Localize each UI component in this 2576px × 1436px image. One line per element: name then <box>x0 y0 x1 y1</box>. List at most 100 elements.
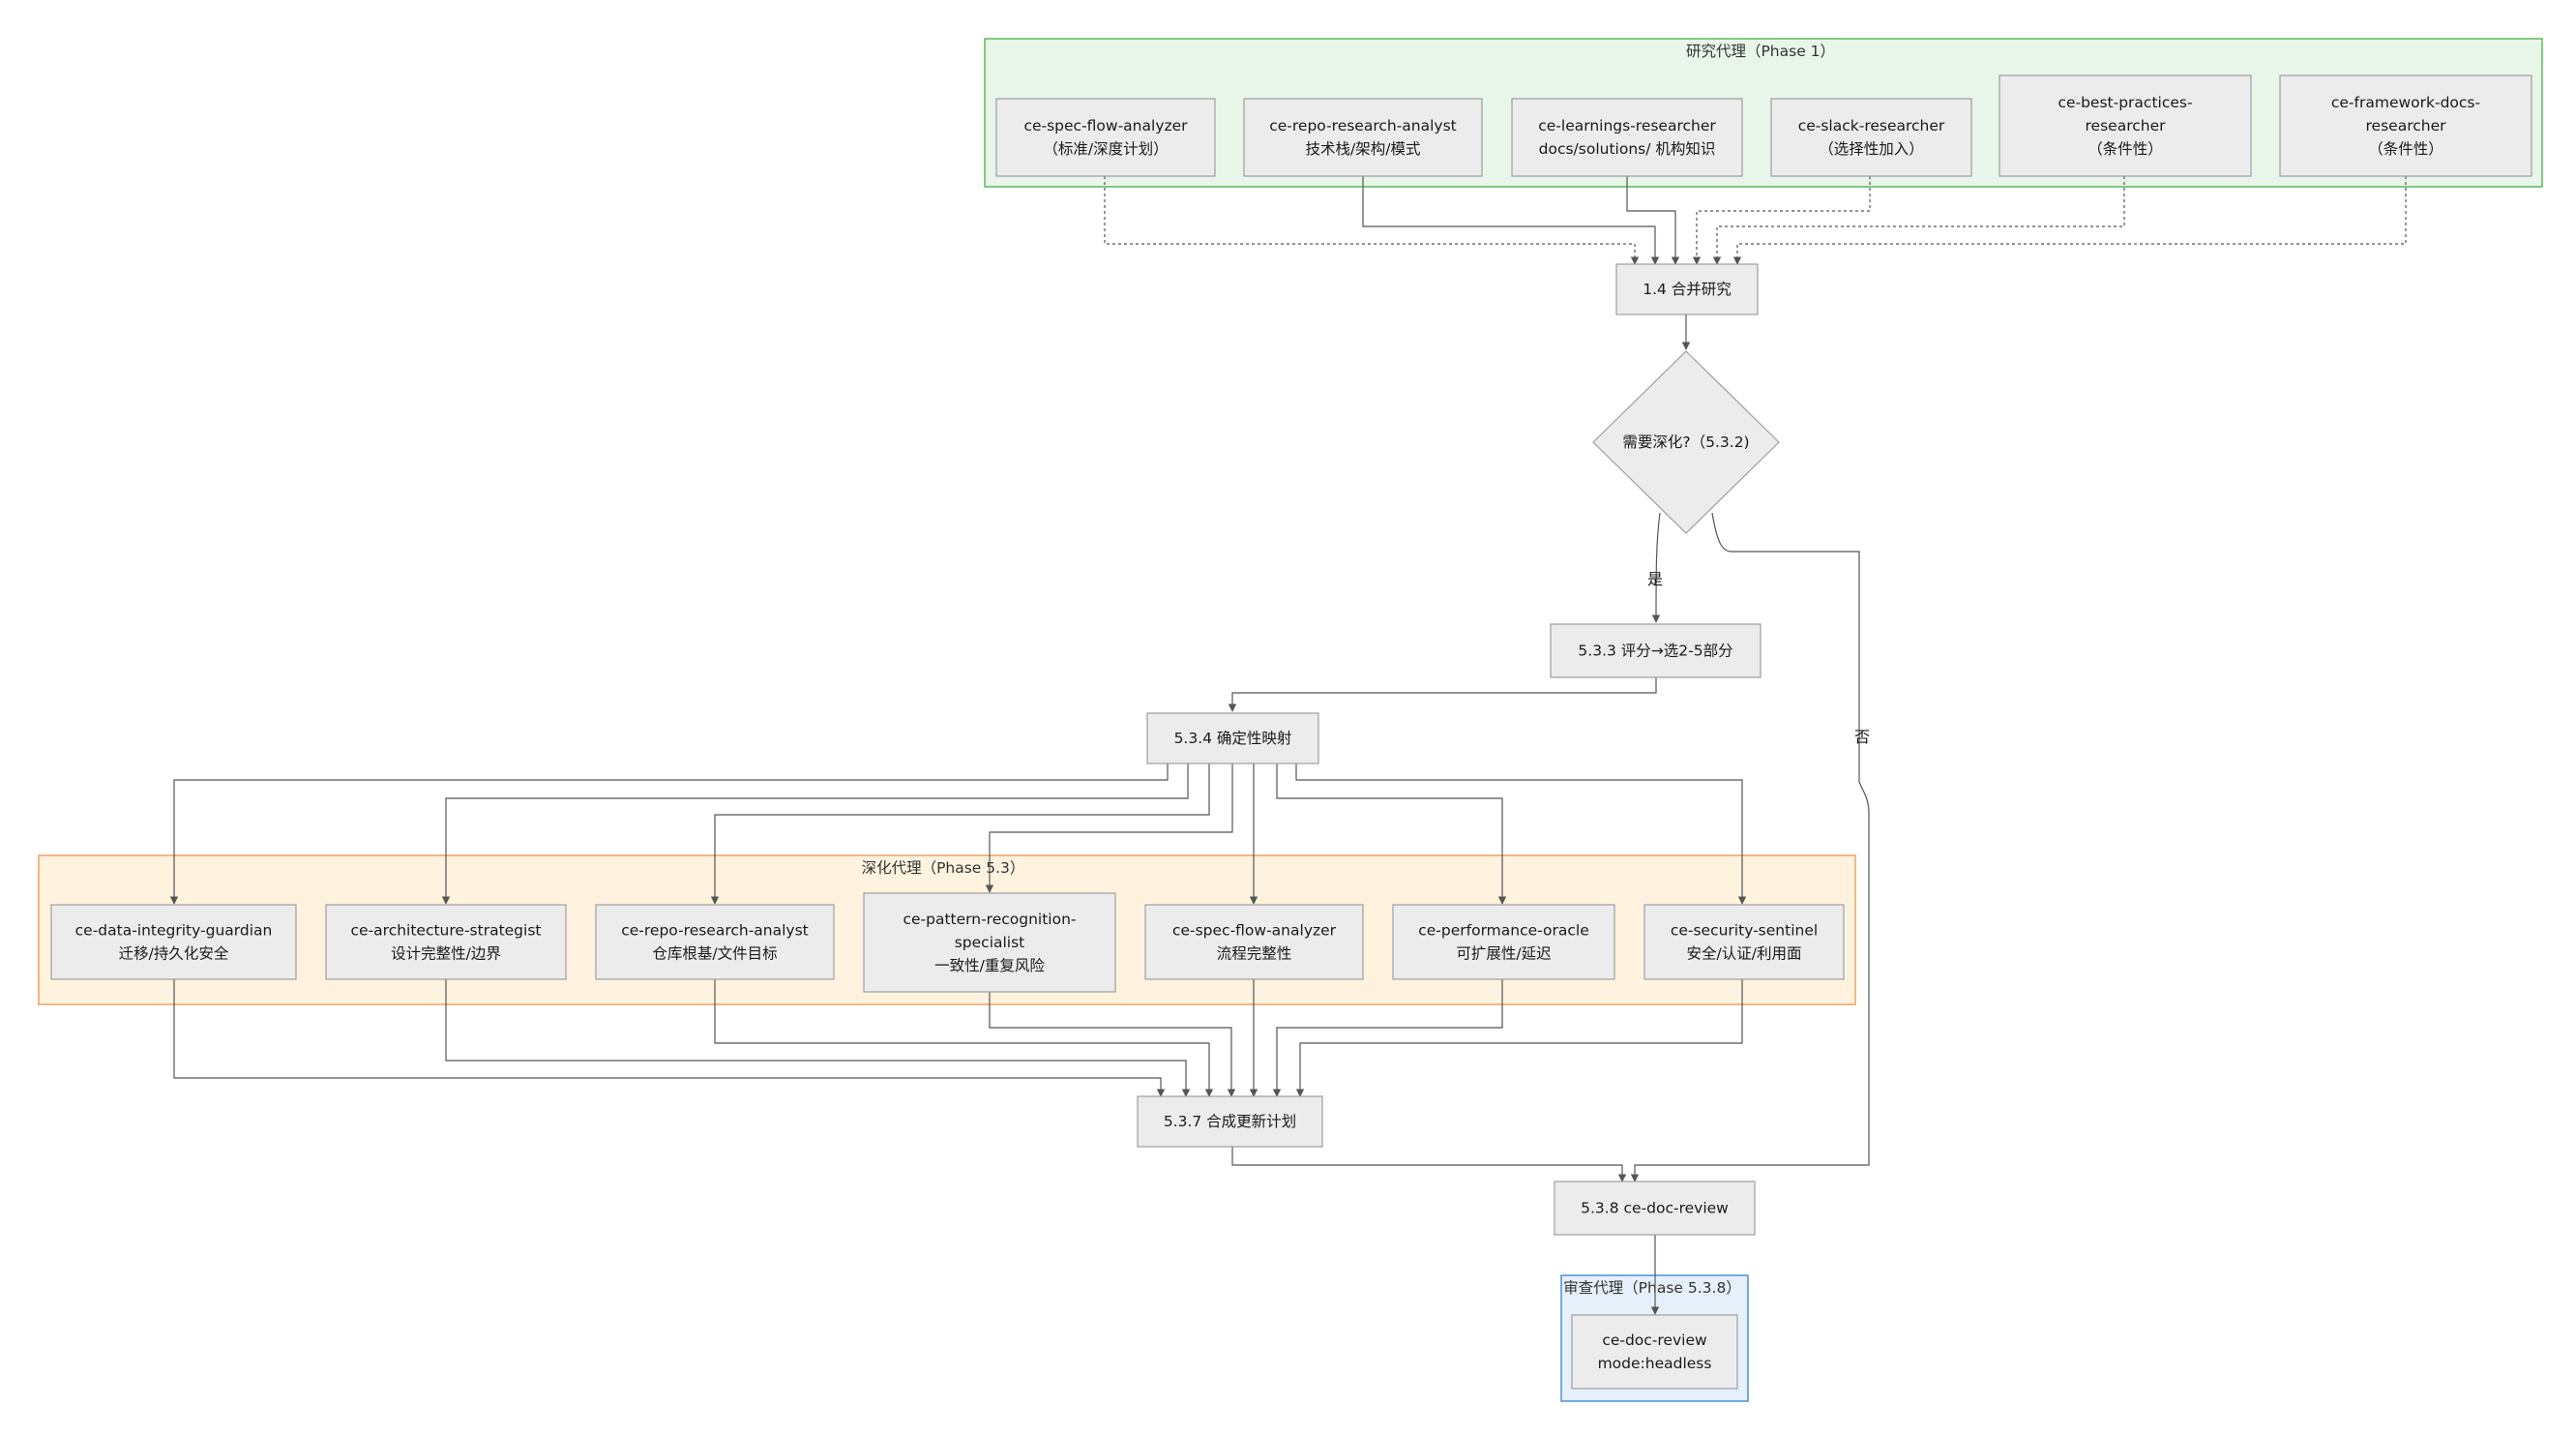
node-d1-line-1: 迁移/持久化安全 <box>119 945 229 963</box>
node-score-box <box>1550 623 1762 678</box>
node-merge: 1.4 合并研究 <box>1615 263 1759 315</box>
edge-r1-merge <box>1104 176 1640 265</box>
node-d4-line-1: specialist <box>955 934 1025 951</box>
edge-synth-docreview <box>1231 1147 1627 1182</box>
edge-decision-score <box>1651 512 1661 623</box>
node-mapping: 5.3.4 确定性映射 <box>1146 712 1319 764</box>
node-synth-line-0: 5.3.7 合成更新计划 <box>1164 1113 1296 1130</box>
node-d6-line-1: 可扩展性/延迟 <box>1456 945 1551 963</box>
nodes: ce-spec-flow-analyzer（标准/深度计划）ce-repo-re… <box>50 75 2532 1390</box>
node-decision-shape <box>1592 350 1780 534</box>
node-d2-line-0: ce-architecture-strategist <box>351 922 542 940</box>
node-mapping-box <box>1146 712 1319 764</box>
node-d5-box <box>1144 904 1364 980</box>
node-d6-box <box>1392 904 1615 980</box>
node-d3-line-1: 仓库根基/文件目标 <box>652 945 777 963</box>
node-r1: ce-spec-flow-analyzer（标准/深度计划） <box>995 98 1216 177</box>
node-docreview-box <box>1554 1181 1756 1236</box>
node-r6-box <box>2279 75 2532 177</box>
node-mapping-line-0: 5.3.4 确定性映射 <box>1174 730 1292 747</box>
node-d4: ce-pattern-recognition-specialist 一致性/重复风… <box>863 892 1116 993</box>
node-r6-line-0: ce-framework-docs- <box>2331 94 2480 111</box>
node-synth-box <box>1137 1095 1323 1148</box>
node-r3-line-1: docs/solutions/ 机构知识 <box>1539 140 1716 158</box>
edges <box>169 176 2407 1315</box>
cluster-review-label: 审查代理（Phase 5.3.8） <box>1563 1279 1741 1297</box>
node-d4-line-2: 一致性/重复风险 <box>934 957 1045 974</box>
edge-d4-synth <box>989 992 1236 1097</box>
edge-r5-merge <box>1712 176 2125 265</box>
edge-label-no: 否 <box>1854 728 1870 746</box>
node-d5-line-0: ce-spec-flow-analyzer <box>1172 922 1337 940</box>
edge-score-mapping <box>1228 677 1657 712</box>
node-r3-line-0: ce-learnings-researcher <box>1538 117 1716 135</box>
edge-mapping-d1 <box>169 763 1169 905</box>
edge-mapping-d3 <box>710 763 1210 905</box>
node-r2: ce-repo-research-analyst 技术栈/架构/模式 <box>1243 98 1483 177</box>
cluster-deepen-label: 深化代理（Phase 5.3） <box>862 859 1025 877</box>
node-r5-line-2: （条件性） <box>2087 140 2163 158</box>
node-r2-line-1: 技术栈/架构/模式 <box>1306 140 1421 158</box>
node-d1: ce-data-integrity-guardian 迁移/持久化安全 <box>50 904 297 980</box>
node-merge-box <box>1615 263 1759 315</box>
edge-mapping-d7 <box>1295 763 1747 905</box>
node-r6-line-1: researcher <box>2366 117 2447 135</box>
node-d5-line-1: 流程完整性 <box>1217 945 1292 963</box>
cluster-research-label: 研究代理（Phase 1） <box>1686 43 1835 60</box>
node-r6-line-2: （条件性） <box>2368 140 2443 158</box>
node-r5-line-0: ce-best-practices- <box>2058 94 2192 111</box>
edge-decision-docreview <box>1630 512 1870 1182</box>
edge-d6-synth <box>1272 979 1503 1097</box>
node-d7-line-1: 安全/认证/利用面 <box>1687 945 1802 963</box>
node-d7-box <box>1643 904 1845 980</box>
node-r4-line-1: （选择性加入） <box>1819 140 1924 158</box>
edge-mapping-d2 <box>441 763 1189 905</box>
node-r1-line-1: （标准/深度计划） <box>1043 140 1168 158</box>
node-r4-box <box>1770 98 1972 177</box>
node-d2-box <box>325 904 567 980</box>
node-d3-line-0: ce-repo-research-analyst <box>621 922 809 940</box>
node-d3: ce-repo-research-analyst 仓库根基/文件目标 <box>595 904 835 980</box>
node-d7: ce-security-sentinel 安全/认证/利用面 <box>1643 904 1845 980</box>
node-d1-line-0: ce-data-integrity-guardian <box>75 922 273 940</box>
edge-d1-synth <box>173 979 1166 1097</box>
node-d1-box <box>50 904 297 980</box>
edge-r4-merge <box>1692 176 1871 265</box>
edge-label-yes: 是 <box>1647 570 1663 588</box>
edge-d3-synth <box>714 979 1214 1097</box>
node-docreview: 5.3.8 ce-doc-review <box>1554 1181 1756 1236</box>
node-r2-box <box>1243 98 1483 177</box>
node-decision-line-0: 需要深化?（5.3.2) <box>1622 434 1749 451</box>
node-headless-line-0: ce-doc-review <box>1602 1331 1707 1349</box>
node-r1-box <box>995 98 1216 177</box>
edge-r6-merge <box>1732 176 2407 265</box>
node-d5: ce-spec-flow-analyzer 流程完整性 <box>1144 904 1364 980</box>
node-d6-line-0: ce-performance-oracle <box>1418 922 1589 940</box>
node-merge-line-0: 1.4 合并研究 <box>1643 281 1732 298</box>
node-r3: ce-learnings-researcher docs/solutions/ 机… <box>1511 98 1743 177</box>
node-d3-box <box>595 904 835 980</box>
edge-r2-merge <box>1362 176 1660 265</box>
node-decision: 需要深化?（5.3.2) <box>1592 350 1780 534</box>
edge-d2-synth <box>445 979 1191 1097</box>
edge-mapping-d6 <box>1276 763 1507 905</box>
node-r4-line-0: ce-slack-researcher <box>1798 117 1945 135</box>
node-r3-box <box>1511 98 1743 177</box>
node-r5-box <box>1999 75 2252 177</box>
node-r4: ce-slack-researcher （选择性加入） <box>1770 98 1972 177</box>
node-docreview-line-0: 5.3.8 ce-doc-review <box>1581 1200 1729 1217</box>
node-d7-line-0: ce-security-sentinel <box>1671 922 1818 940</box>
node-headless-line-1: mode:headless <box>1598 1355 1712 1372</box>
edge-r3-merge <box>1626 176 1680 265</box>
node-r5-line-1: researcher <box>2086 117 2167 135</box>
node-d6: ce-performance-oracle 可扩展性/延迟 <box>1392 904 1615 980</box>
node-synth: 5.3.7 合成更新计划 <box>1137 1095 1323 1148</box>
node-score-line-0: 5.3.3 评分→选2-5部分 <box>1578 643 1732 660</box>
node-r2-line-0: ce-repo-research-analyst <box>1269 117 1457 135</box>
node-headless-box <box>1571 1314 1738 1390</box>
node-d2-line-1: 设计完整性/边界 <box>391 945 501 963</box>
node-r5: ce-best-practices-researcher （条件性） <box>1999 75 2252 177</box>
node-d4-line-0: ce-pattern-recognition- <box>903 911 1076 928</box>
node-d4-box <box>863 892 1116 993</box>
